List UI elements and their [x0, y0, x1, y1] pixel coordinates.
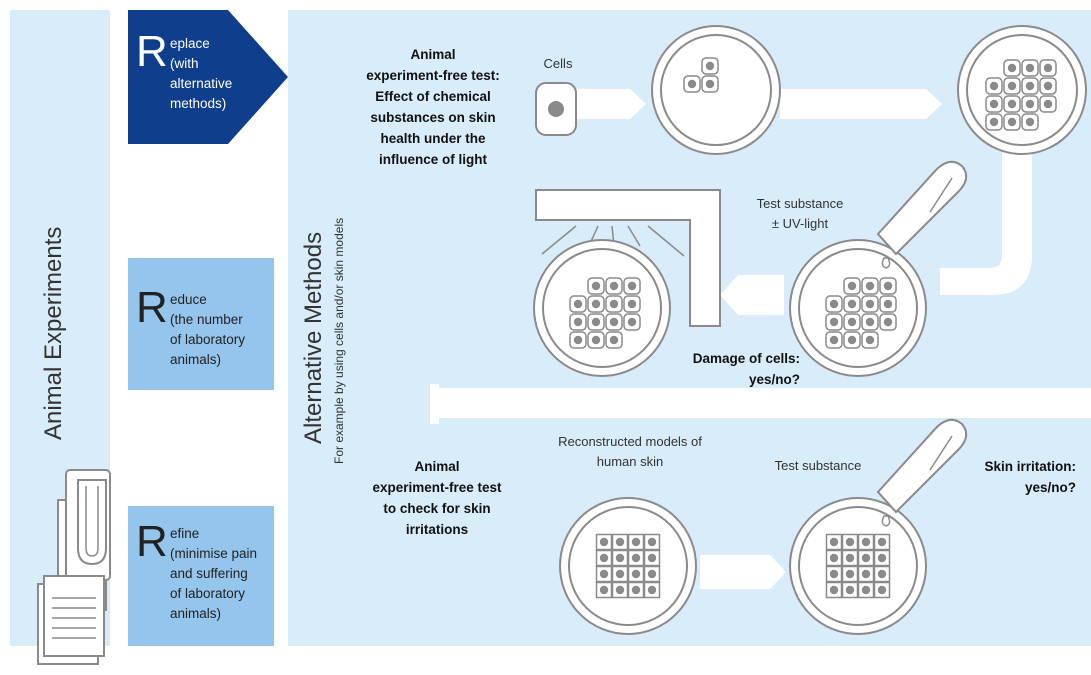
uv-lamp	[535, 189, 721, 327]
r-reduce-first: educe	[170, 292, 207, 307]
section-divider	[430, 388, 1091, 418]
arrow-dish-to-dish	[780, 89, 942, 119]
skin-grid-2	[825, 533, 891, 599]
r-refine-box	[128, 506, 274, 646]
irritation-label-line1: Skin irritation:	[984, 459, 1076, 474]
r-refine-line4: animals)	[170, 606, 222, 621]
arrow-dish-to-lamp-dish	[720, 275, 784, 315]
upper-title-line5: health under the	[380, 131, 486, 146]
r-replace-line1: (with	[170, 56, 199, 71]
r-replace-line3: methods)	[170, 96, 227, 111]
upper-title-line1: Animal	[410, 47, 456, 62]
upper-title-line2: experiment-free test:	[366, 68, 500, 83]
cells-label: Cells	[543, 56, 573, 71]
damage-label-line2: yes/no?	[748, 372, 800, 387]
models-label-line2: human skin	[596, 454, 664, 469]
lab-document-icon	[37, 469, 111, 665]
r-refine-first: efine	[170, 526, 200, 541]
pipette-upper	[876, 160, 968, 269]
r-refine-line2: and suffering	[170, 566, 248, 581]
r-refine-line3: of laboratory	[170, 586, 246, 601]
r-reduce-letter: R	[136, 283, 168, 332]
arrow-model-to-dish	[700, 555, 786, 589]
arrow-curve-down	[940, 150, 1032, 295]
skin-grid-1	[595, 533, 661, 599]
pipette-lower	[876, 418, 968, 527]
arrow-cells-to-dish	[566, 89, 646, 119]
r-reduce-line3: animals)	[170, 352, 222, 367]
r-refine-line1: (minimise pain	[170, 546, 258, 561]
lower-title-line3: to check for skin	[383, 501, 491, 516]
test-substance-uv-line2: ± UV-light	[771, 216, 829, 231]
lower-title-line2: experiment-free test	[372, 480, 502, 495]
lower-title-line4: irritations	[405, 522, 469, 537]
models-label-line1: Reconstructed models of	[558, 434, 702, 449]
upper-title-line3: Effect of chemical	[375, 89, 491, 104]
r-replace-first: eplace	[170, 36, 210, 51]
upper-title-line6: influence of light	[379, 152, 487, 167]
r-replace-box	[128, 10, 228, 144]
irritation-label-line2: yes/no?	[1024, 480, 1076, 495]
test-substance-uv-line1: Test substance	[756, 196, 844, 211]
lower-title-line1: Animal	[414, 459, 460, 474]
damage-label-line1: Damage of cells:	[692, 351, 800, 366]
divider-cap	[430, 384, 439, 424]
r-replace-line2: alternative	[170, 76, 233, 91]
r-refine-letter: R	[136, 517, 168, 566]
test-substance-label: Test substance	[774, 458, 862, 473]
r-reduce-line2: of laboratory	[170, 332, 246, 347]
r-replace-letter: R	[136, 27, 168, 76]
r-reduce-line1: (the number	[170, 312, 243, 327]
r-reduce-box	[128, 258, 274, 390]
upper-title-line4: substances on skin	[370, 110, 496, 125]
